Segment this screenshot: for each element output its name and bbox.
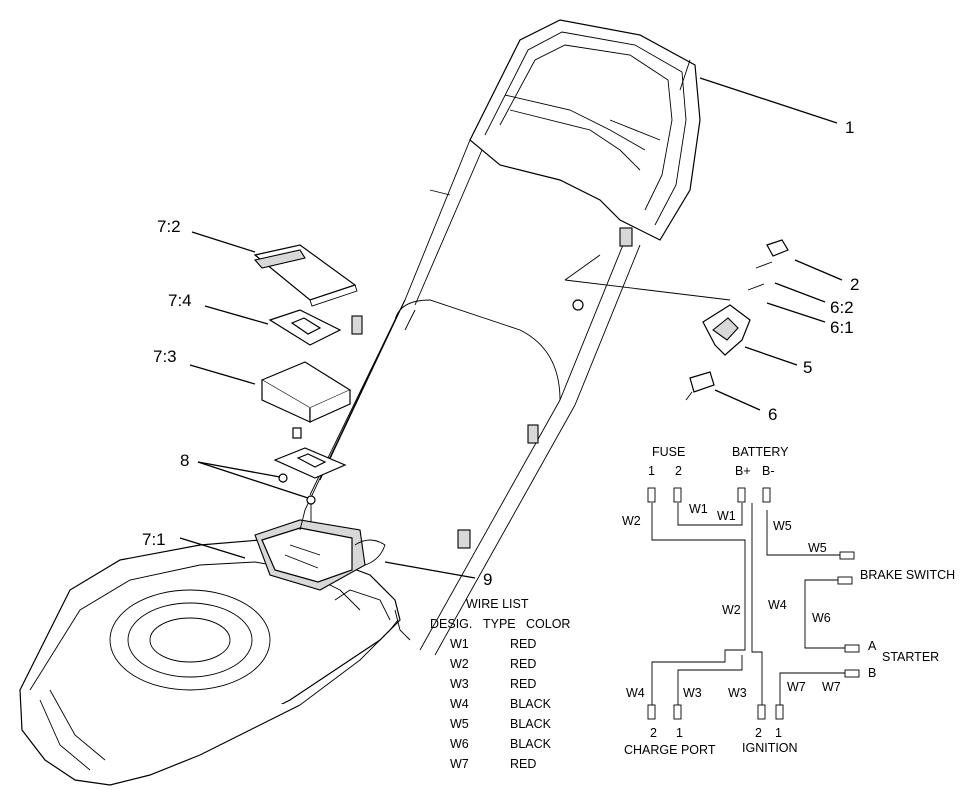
callout-7-4: 7:4 <box>168 291 192 310</box>
table-row: W1 RED <box>450 637 536 651</box>
wire-label-w2: W2 <box>622 514 641 528</box>
svg-text:W4: W4 <box>450 697 469 711</box>
header-color: COLOR <box>526 617 570 631</box>
svg-text:W7: W7 <box>450 757 469 771</box>
svg-text:W5: W5 <box>450 717 469 731</box>
battery-terminal-neg <box>762 487 771 503</box>
svg-text:W3: W3 <box>450 677 469 691</box>
wiring-schematic: FUSE 1 2 BATTERY B+ B- W2 W1 W1 W5 W5 BR… <box>622 445 955 757</box>
callout-5: 5 <box>803 358 812 377</box>
ignition-pin-1: 1 <box>775 726 782 740</box>
ignition-label: IGNITION <box>742 741 798 755</box>
callout-9: 9 <box>483 570 492 589</box>
callout-6-2: 6:2 <box>830 298 854 317</box>
battery-label: BATTERY <box>732 445 789 459</box>
starter-terminal-b <box>844 669 860 678</box>
starter-terminal-a <box>844 644 860 653</box>
wire-label-w2: W2 <box>722 603 741 617</box>
brake-switch-terminal <box>837 576 853 585</box>
callout-6-1: 6:1 <box>830 318 854 337</box>
battery-neg-label: B- <box>762 464 775 478</box>
callout-8: 8 <box>180 451 189 470</box>
table-row: W7 RED <box>450 757 536 771</box>
charge-port-terminal-2 <box>647 704 656 720</box>
charge-port-label: CHARGE PORT <box>624 743 716 757</box>
parts-right-series <box>564 239 789 401</box>
charge-port-pin-1: 1 <box>676 726 683 740</box>
battery-pos-label: B+ <box>735 464 751 478</box>
fuse-pin-1: 1 <box>648 464 655 478</box>
table-row: W4 BLACK <box>450 697 552 711</box>
ignition-pin-2: 2 <box>755 726 762 740</box>
svg-text:RED: RED <box>510 637 536 651</box>
svg-text:W1: W1 <box>450 637 469 651</box>
callout-7-3: 7:3 <box>153 347 177 366</box>
svg-text:BLACK: BLACK <box>510 697 552 711</box>
table-row: W2 RED <box>450 657 536 671</box>
table-row: W3 RED <box>450 677 536 691</box>
wire-label-w6: W6 <box>812 611 831 625</box>
parts-7-series <box>253 244 358 522</box>
fuse-pin-2: 2 <box>675 464 682 478</box>
brake-switch-label: BRAKE SWITCH <box>860 568 955 582</box>
wire-label-w4: W4 <box>626 686 645 700</box>
svg-text:RED: RED <box>510 757 536 771</box>
starter-label: STARTER <box>882 650 939 664</box>
handle-assembly <box>299 19 701 656</box>
wire-list-table: WIRE LIST DESIG. TYPE COLOR W1 RED W2 RE… <box>430 597 570 771</box>
svg-text:RED: RED <box>510 677 536 691</box>
charge-port-pin-2: 2 <box>650 726 657 740</box>
wire-label-w5: W5 <box>808 541 827 555</box>
ignition-terminal-2 <box>757 704 766 720</box>
callout-2: 2 <box>850 275 859 294</box>
callout-7-1: 7:1 <box>142 530 166 549</box>
svg-text:W2: W2 <box>450 657 469 671</box>
svg-text:RED: RED <box>510 657 536 671</box>
wire-label-w4: W4 <box>768 598 787 612</box>
wire-label-w5: W5 <box>773 519 792 533</box>
header-desig: DESIG. <box>430 617 472 631</box>
svg-text:BLACK: BLACK <box>510 717 552 731</box>
fuse-terminal-2 <box>673 487 682 503</box>
fuse-label: FUSE <box>652 445 685 459</box>
wire-label-w7: W7 <box>822 680 841 694</box>
svg-text:W6: W6 <box>450 737 469 751</box>
callout-numbers: 1 2 6:2 6:1 5 6 7:2 7:4 7:3 8 7:1 9 <box>142 118 859 589</box>
wire-label-w3: W3 <box>728 686 747 700</box>
svg-text:BLACK: BLACK <box>510 737 552 751</box>
ignition-terminal-1 <box>775 704 784 720</box>
wire-label-w1: W1 <box>689 502 708 516</box>
table-row: W5 BLACK <box>450 717 552 731</box>
brake-switch-terminal <box>839 551 855 560</box>
charge-port-terminal-1 <box>673 704 682 720</box>
wire-list-title: WIRE LIST <box>466 597 529 611</box>
wire-label-w1: W1 <box>717 509 736 523</box>
callout-7-2: 7:2 <box>157 217 181 236</box>
callout-1: 1 <box>845 118 854 137</box>
leader-lines <box>179 77 843 579</box>
mower-deck <box>19 519 401 786</box>
wire-label-w7: W7 <box>787 680 806 694</box>
fuse-terminal-1 <box>647 487 656 503</box>
header-type: TYPE <box>483 617 516 631</box>
callout-6: 6 <box>768 405 777 424</box>
table-row: W6 BLACK <box>450 737 552 751</box>
starter-b-label: B <box>868 666 876 680</box>
battery-terminal-pos <box>737 487 746 503</box>
wire-label-w3: W3 <box>683 686 702 700</box>
starter-a-label: A <box>868 639 877 653</box>
